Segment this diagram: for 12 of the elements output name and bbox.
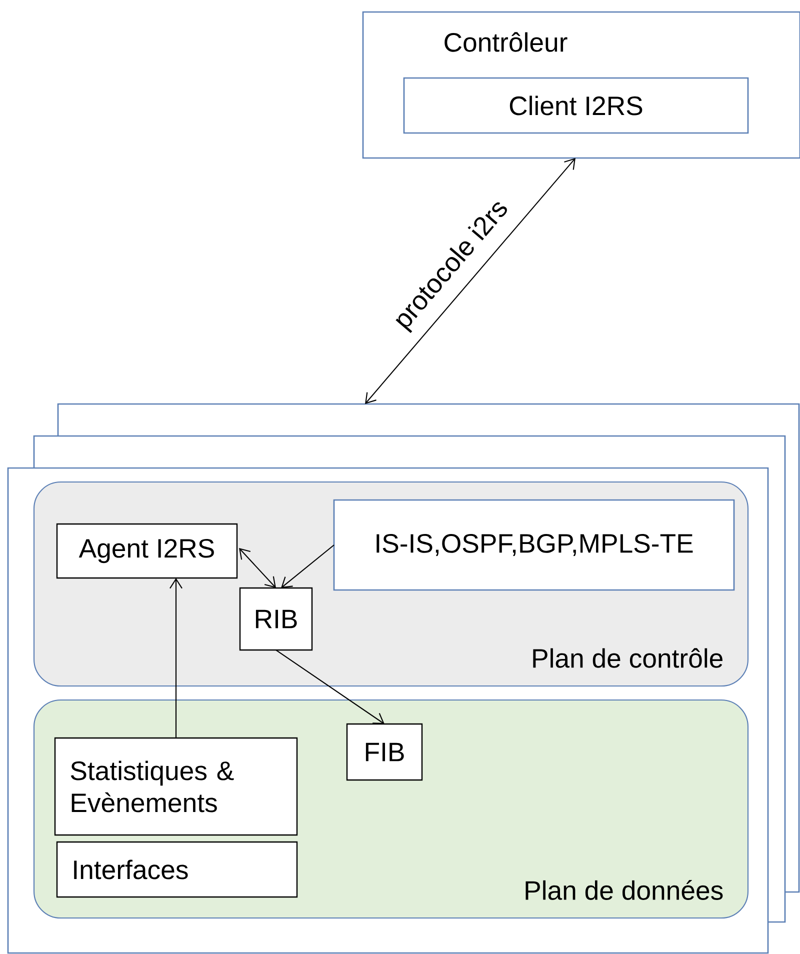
arrow (281, 544, 334, 588)
arrow (276, 650, 384, 724)
fib-box: FIB (346, 723, 423, 781)
protocol-box: IS-IS,OSPF,BGP,MPLS-TE (333, 499, 735, 591)
agent-box: Agent I2RS (56, 523, 238, 579)
arrow (170, 578, 182, 738)
arrow (365, 158, 576, 404)
statistics-box: Statistiques & Evènements (54, 737, 298, 836)
client-box: Client I2RS (403, 77, 749, 134)
arrow (239, 548, 276, 588)
rib-box: RIB (239, 587, 313, 651)
interfaces-box: Interfaces (56, 841, 298, 898)
